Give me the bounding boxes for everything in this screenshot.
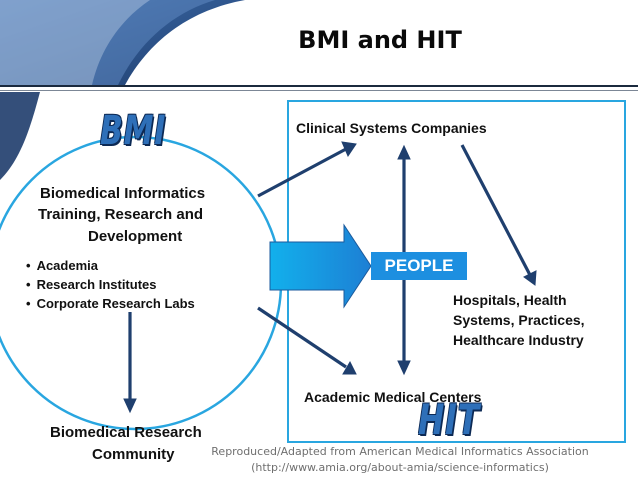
arrow-to-academic-centers <box>257 306 347 369</box>
arrow-to-clinical-systems <box>257 147 347 198</box>
bullet-item: Corporate Research Labs <box>26 294 195 313</box>
arrowhead-clinical-systems <box>341 141 357 158</box>
arrowhead-up <box>397 144 411 160</box>
research-community-line-2: Community <box>92 446 175 463</box>
slide-title: BMI and HIT <box>298 26 462 54</box>
bmi-logo: BMI <box>100 108 167 154</box>
arrowhead-research-community <box>123 398 137 414</box>
circle-heading-line-3: Development <box>88 228 183 245</box>
circle-bullet-list: Academia Research Institutes Corporate R… <box>26 256 195 313</box>
circle-heading-line-2: Training, Research and <box>38 206 204 223</box>
clinical-systems-label: Clinical Systems Companies <box>296 120 487 136</box>
credit-line-2: (http://www.amia.org/about-amia/science-… <box>251 461 549 474</box>
arrowhead-academic-centers <box>342 360 357 375</box>
hospitals-line-3: Healthcare Industry <box>453 332 584 348</box>
source-credit: Reproduced/Adapted from American Medical… <box>190 444 610 476</box>
title-rule <box>0 85 638 87</box>
research-community-line-1: Biomedical Research <box>50 424 202 441</box>
title-rule-thin <box>0 90 638 91</box>
credit-line-1: Reproduced/Adapted from American Medical… <box>211 445 589 458</box>
corner-swoosh-band <box>0 0 215 85</box>
hospitals-line-1: Hospitals, Health <box>453 292 567 308</box>
left-band <box>0 92 40 180</box>
hospitals-line-2: Systems, Practices, <box>453 312 585 328</box>
bullet-item: Research Institutes <box>26 275 195 294</box>
corner-swoosh-light <box>0 0 150 85</box>
circle-heading-line-1: Biomedical Informatics <box>40 185 206 202</box>
arrowhead-hospitals <box>523 270 537 286</box>
bullet-item: Academia <box>26 256 195 275</box>
people-box: PEOPLE <box>371 252 467 280</box>
people-pointer-arrow <box>269 223 372 309</box>
arrow-to-hospitals <box>460 144 532 276</box>
arrowhead-down <box>397 360 411 376</box>
academic-centers-label: Academic Medical Centers <box>304 389 482 405</box>
hit-logo: HIT <box>418 395 480 444</box>
